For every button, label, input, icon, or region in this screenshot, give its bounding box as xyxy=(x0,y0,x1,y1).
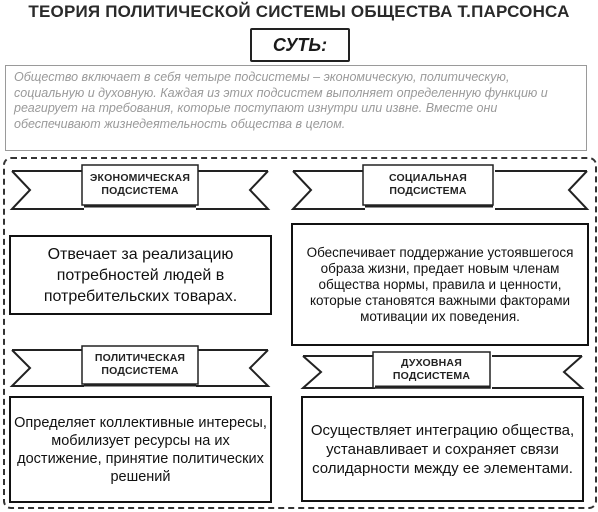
essence-description: Общество включает в себя четыре подсисте… xyxy=(5,65,587,151)
page-title: ТЕОРИЯ ПОЛИТИЧЕСКОЙ СИСТЕМЫ ОБЩЕСТВА Т.П… xyxy=(28,2,570,21)
social-label-line2: ПОДСИСТЕМА xyxy=(389,185,467,197)
ribbon-economic xyxy=(9,164,271,210)
essence-label: СУТЬ: xyxy=(272,34,328,55)
political-label-line1: ПОЛИТИЧЕСКАЯ xyxy=(94,352,186,364)
ribbon-political xyxy=(9,345,271,387)
political-subsystem-label: ПОЛИТИЧЕСКАЯ ПОДСИСТЕМА xyxy=(82,352,198,378)
economic-description-box: Отвечает за реализацию потребностей люде… xyxy=(9,235,272,315)
political-description-box: Определяет коллективные интересы, мобили… xyxy=(9,396,272,503)
economic-label-line1: ЭКОНОМИЧЕСКАЯ xyxy=(89,172,191,184)
essence-label-box: СУТЬ: xyxy=(250,28,350,62)
spiritual-label-line1: ДУХОВНАЯ xyxy=(401,357,462,369)
social-description-box: Обеспечивает поддержание устоявшегося об… xyxy=(291,223,589,346)
economic-description: Отвечает за реализацию потребностей люде… xyxy=(43,245,238,305)
social-description: Обеспечивает поддержание устоявшегося об… xyxy=(306,244,574,324)
spiritual-label-line2: ПОДСИСТЕМА xyxy=(392,370,471,382)
political-label-line2: ПОДСИСТЕМА xyxy=(101,365,179,377)
ribbon-social xyxy=(290,164,590,210)
political-description: Определяет коллективные интересы, мобили… xyxy=(14,414,267,485)
social-label-line1: СОЦИАЛЬНАЯ xyxy=(388,172,468,184)
economic-subsystem-label: ЭКОНОМИЧЕСКАЯ ПОДСИСТЕМА xyxy=(82,172,198,198)
ribbon-spiritual xyxy=(300,351,585,389)
social-subsystem-label: СОЦИАЛЬНАЯ ПОДСИСТЕМА xyxy=(363,172,493,198)
subsystems-frame xyxy=(3,157,597,509)
economic-label-line2: ПОДСИСТЕМА xyxy=(101,185,179,197)
spiritual-description: Осуществляет интеграцию общества, устана… xyxy=(310,421,575,477)
spiritual-subsystem-label: ДУХОВНАЯ ПОДСИСТЕМА xyxy=(373,357,490,383)
spiritual-description-box: Осуществляет интеграцию общества, устана… xyxy=(301,396,584,502)
